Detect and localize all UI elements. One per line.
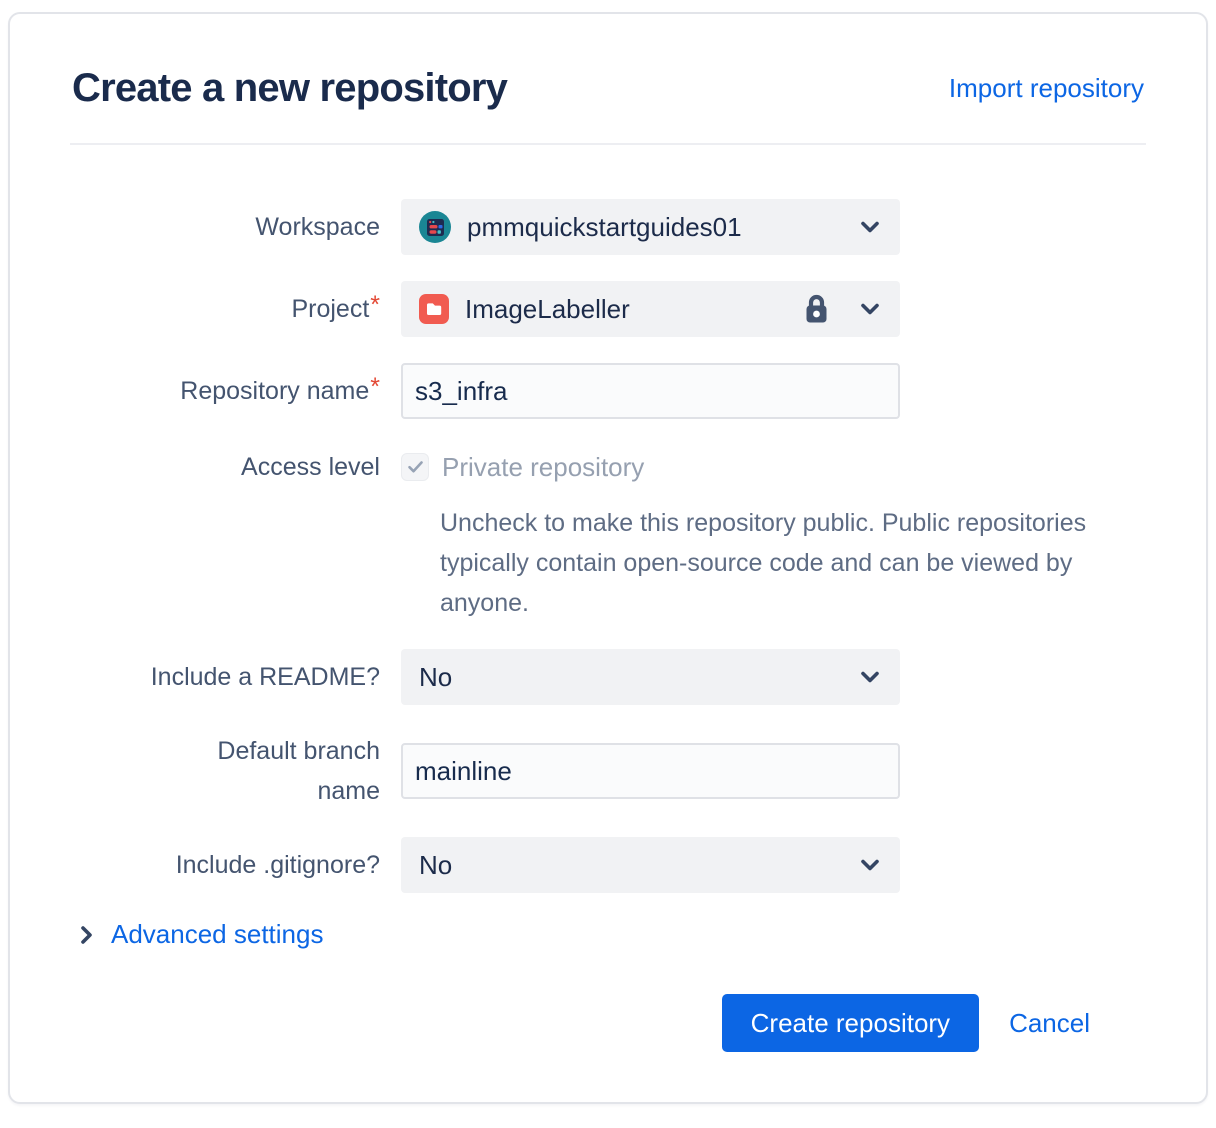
include-readme-label: Include a README? bbox=[150, 663, 380, 691]
chevron-right-icon bbox=[80, 925, 93, 945]
include-gitignore-label: Include .gitignore? bbox=[175, 851, 380, 879]
advanced-settings-label: Advanced settings bbox=[111, 919, 324, 949]
import-repository-link[interactable]: Import repository bbox=[948, 73, 1144, 103]
project-value: ImageLabeller bbox=[465, 293, 630, 324]
include-readme-select[interactable]: No bbox=[401, 649, 900, 705]
header-divider bbox=[70, 143, 1146, 145]
workspace-label: Workspace bbox=[255, 213, 380, 241]
include-readme-value: No bbox=[419, 661, 453, 692]
include-gitignore-value: No bbox=[419, 849, 453, 880]
private-repository-option: Private repository bbox=[401, 451, 1146, 483]
repository-name-label-text: Repository name bbox=[180, 377, 370, 405]
lock-icon bbox=[803, 293, 830, 325]
create-repository-dialog: Create a new repository Import repositor… bbox=[8, 12, 1208, 1104]
access-level-label: Access level bbox=[241, 453, 380, 481]
include-gitignore-row: Include .gitignore? No bbox=[70, 837, 1146, 893]
chevron-down-icon bbox=[860, 303, 880, 316]
project-label-text: Project bbox=[291, 295, 370, 323]
workspace-value: pmmquickstartguides01 bbox=[467, 211, 742, 242]
workspace-avatar bbox=[419, 211, 451, 243]
project-row: Project* ImageLabeller bbox=[70, 281, 1146, 337]
chevron-down-icon bbox=[860, 221, 880, 234]
default-branch-input[interactable] bbox=[401, 743, 900, 799]
dialog-header: Create a new repository Import repositor… bbox=[70, 66, 1146, 111]
repository-name-label: Repository name* bbox=[70, 371, 380, 411]
project-select[interactable]: ImageLabeller bbox=[401, 281, 900, 337]
include-readme-row: Include a README? No bbox=[70, 649, 1146, 705]
required-marker: * bbox=[370, 291, 380, 319]
access-level-row: Access level Private repository Uncheck … bbox=[70, 451, 1146, 623]
default-branch-label: Default branch name bbox=[70, 731, 380, 811]
repository-name-row: Repository name* bbox=[70, 363, 1146, 419]
project-folder-icon bbox=[419, 294, 449, 324]
include-gitignore-select[interactable]: No bbox=[401, 837, 900, 893]
workspace-row: Workspace pmmquickstartguides01 bbox=[70, 199, 1146, 255]
required-marker: * bbox=[370, 373, 380, 401]
repository-name-input[interactable] bbox=[401, 363, 900, 419]
dialog-actions: Create repository Cancel bbox=[70, 994, 1146, 1052]
default-branch-row: Default branch name bbox=[70, 731, 1146, 811]
cancel-button[interactable]: Cancel bbox=[999, 1008, 1100, 1039]
private-repository-checkbox[interactable] bbox=[401, 453, 429, 481]
project-label: Project* bbox=[70, 289, 380, 329]
access-level-field: Private repository Uncheck to make this … bbox=[401, 451, 1146, 623]
chevron-down-icon bbox=[860, 859, 880, 872]
private-repository-label: Private repository bbox=[442, 451, 645, 482]
create-repository-button[interactable]: Create repository bbox=[721, 994, 980, 1052]
chevron-down-icon bbox=[860, 671, 880, 684]
default-branch-label-text: Default branch name bbox=[217, 737, 380, 805]
access-level-description: Uncheck to make this repository public. … bbox=[440, 509, 1087, 617]
workspace-select[interactable]: pmmquickstartguides01 bbox=[401, 199, 900, 255]
page-title: Create a new repository bbox=[72, 66, 508, 110]
advanced-settings-toggle[interactable]: Advanced settings bbox=[70, 919, 1146, 950]
